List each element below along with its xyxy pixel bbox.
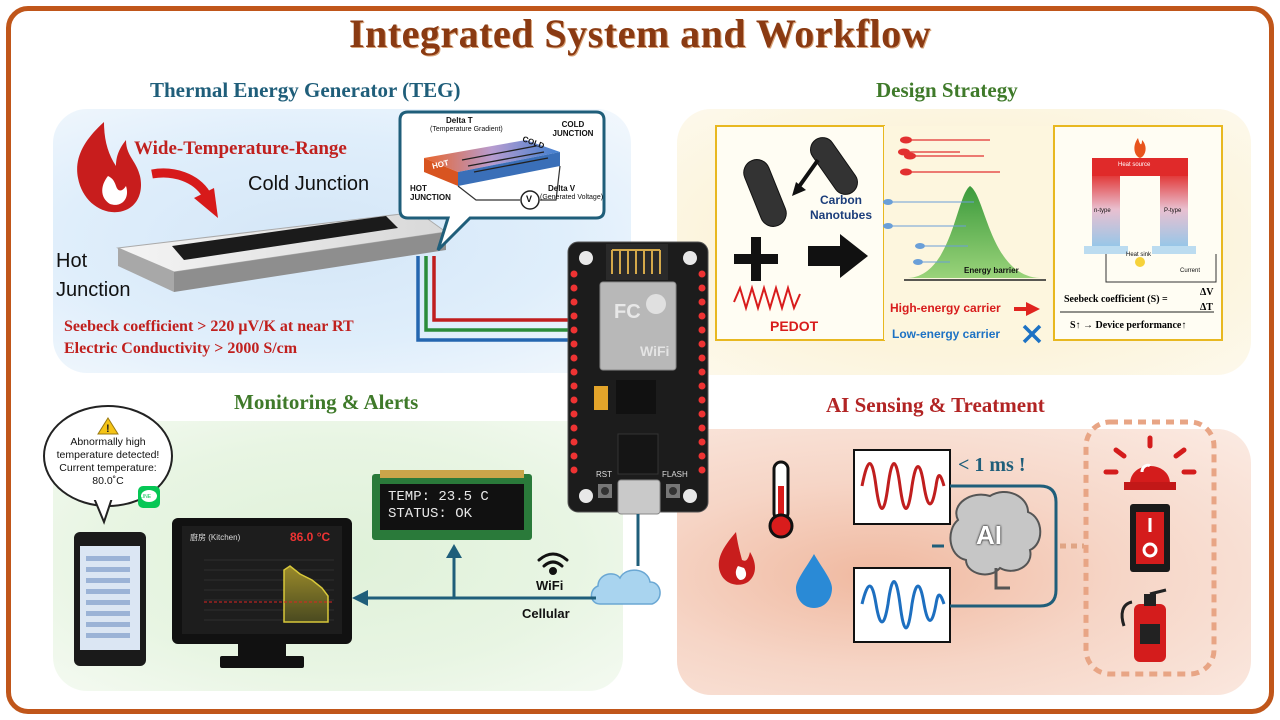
hot-junction-label-1: Hot: [56, 250, 88, 272]
carbon-nanotubes-label: Carbon Nanotubes: [809, 193, 872, 222]
performance-label: S↑ → Device performance↑: [1070, 320, 1187, 331]
energy-barrier-label: Energy barrier: [964, 266, 1019, 275]
rst-label: RST: [596, 470, 612, 479]
alert-line-2: temperature detected!: [56, 449, 160, 461]
latency-label: < 1 ms !: [958, 454, 1026, 476]
conductivity-spec: Electric Conductivity > 2000 S/cm: [64, 340, 298, 357]
teg-inset: [398, 110, 606, 252]
alert-message: Abnormally high temperature detected! Cu…: [54, 436, 162, 488]
alarm-light-icon: [1103, 435, 1197, 490]
lcd-module: [372, 470, 532, 540]
speech-bubble: [43, 405, 173, 525]
brain-icon: [949, 491, 1042, 590]
wide-range-label: Wide-Temperature-Range: [134, 138, 347, 159]
monitor-screen-icon: [172, 518, 352, 668]
seebeck-equation: Seebeck coefficient (S) =: [1064, 294, 1168, 305]
board-pins: [570, 270, 706, 474]
arrow-to-screen: [352, 590, 368, 606]
cloud-icon: [590, 569, 661, 605]
teg-title: Thermal Energy Generator (TEG): [150, 78, 461, 102]
design-title: Design Strategy: [876, 78, 1018, 102]
inset-generated-voltage: (Generated Voltage): [540, 194, 604, 201]
hot-junction-label-2: Junction: [56, 279, 131, 301]
alert-line-1: Abnormally high: [70, 436, 146, 448]
inset-v: V: [526, 194, 533, 204]
pedot-label: PEDOT: [770, 318, 819, 334]
teg-wires: [416, 256, 572, 342]
red-signal-wave: [860, 462, 946, 510]
inset-delta-t: Delta T: [446, 116, 473, 125]
carbon-nanotube-icon: [743, 137, 858, 227]
small-flame-icon: [718, 532, 755, 585]
pedot-chain: [733, 284, 801, 312]
lcd-line-1: TEMP: 23.5 C: [388, 489, 489, 505]
fire-extinguisher-icon: [1120, 588, 1167, 662]
right-arrow-icon: [808, 234, 868, 278]
energy-barrier-plot: [904, 186, 1046, 281]
frac-den: ΔT: [1200, 302, 1213, 313]
high-energy-arrow-icon: [1026, 302, 1040, 316]
flash-label: FLASH: [662, 470, 688, 479]
signal-box-blue: [853, 567, 951, 643]
thermoelectric-device: [1084, 138, 1217, 283]
line-app-icon: [138, 486, 160, 508]
p-type-label: P-type: [1164, 208, 1182, 214]
arrow-to-lcd: [446, 544, 462, 558]
monitor-arrows: [366, 556, 596, 600]
heat-source-label: Heat source: [1118, 162, 1151, 168]
n-type-label: n-type: [1094, 208, 1111, 214]
svg-text:!: !: [106, 423, 110, 435]
screen-title: 廚房 (Kitchen): [190, 533, 241, 542]
ai-title: AI Sensing & Treatment: [826, 393, 1045, 417]
thermometer-icon: [768, 460, 794, 539]
cellular-label: Cellular: [522, 606, 570, 621]
svg-text:FC: FC: [614, 301, 641, 323]
blue-signal-wave: [860, 580, 946, 630]
inset-delta-v: Delta V: [548, 184, 576, 193]
cnt-pedot-box: [715, 125, 885, 341]
cross-icon: [1022, 324, 1042, 344]
inset-hot-junction: HOT JUNCTION: [410, 184, 451, 202]
lcd-text: TEMP: 23.5 C STATUS: OK: [388, 489, 489, 523]
page-title: Integrated System and Workflow: [348, 11, 932, 56]
current-label: Current: [1180, 268, 1201, 274]
screen-temp: 86.0 °C: [290, 530, 331, 544]
monitor-title: Monitoring & Alerts: [234, 390, 419, 414]
alert-line-3: Current temperature:: [59, 462, 157, 474]
cold-junction-label: Cold Junction: [248, 173, 370, 195]
low-energy-label: Low-energy carrier: [892, 327, 1001, 341]
inset-cold-junction: COLD JUNCTION: [552, 120, 594, 138]
wifi-icon: [537, 552, 569, 575]
seebeck-spec: Seebeck coefficient > 220 μV/K at near R…: [64, 318, 354, 335]
power-switch-icon: [1130, 504, 1170, 572]
teg-device: [116, 211, 448, 292]
heat-sink-label: Heat sink: [1126, 252, 1152, 258]
treatment-box: [1083, 419, 1217, 677]
ai-label: AI: [976, 520, 1002, 550]
lcd-line-2: STATUS: OK: [388, 506, 473, 522]
line-badge-label: LINE: [140, 494, 152, 500]
high-energy-label: High-energy carrier: [890, 301, 1001, 315]
flame-icon: [77, 122, 142, 213]
svg-text:WiFi: WiFi: [640, 343, 669, 359]
phone-icon: [74, 532, 146, 666]
wifi-label: WiFi: [536, 578, 564, 593]
frac-num: ΔV: [1200, 287, 1214, 298]
microcontroller-board: FC WiFi RST FLASH: [567, 241, 709, 515]
warning-icon: !: [97, 417, 119, 435]
water-drop-icon: [796, 554, 832, 608]
inset-temp-gradient: (Temperature Gradient): [430, 126, 503, 133]
plus-icon: [734, 237, 778, 281]
carrier-arrows: [883, 136, 1000, 265]
heat-arrow-icon: [151, 168, 218, 218]
ai-connectors: [932, 484, 1058, 608]
alert-line-4: 80.0˚C: [92, 475, 124, 487]
